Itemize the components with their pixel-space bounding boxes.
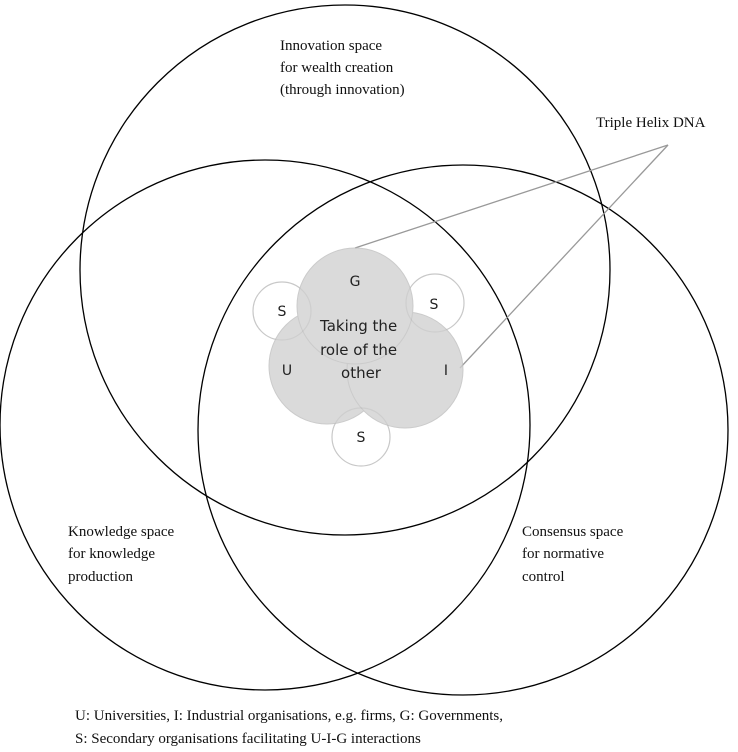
legend-line-1: U: Universities, I: Industrial organisat… (75, 708, 503, 724)
center-label: Taking the role of the other (319, 317, 402, 382)
consensus-space-circle (197, 164, 729, 696)
secondary-bottom-label: S (357, 430, 366, 446)
knowledge-space-label: Knowledge space for knowledge production (68, 524, 178, 585)
consensus-space-label: Consensus space for normative control (522, 524, 627, 585)
callout-line-to-g (354, 144, 669, 249)
innovation-space-label: Innovation space for wealth creation (th… (280, 38, 405, 98)
legend-line-2: S: Secondary organisations facilitating … (75, 731, 421, 747)
industry-label: I (444, 363, 448, 379)
university-label: U (282, 363, 292, 379)
callout-line-to-i (459, 144, 669, 369)
government-circle (296, 247, 414, 365)
triple-helix-dna-label: Triple Helix DNA (596, 115, 706, 131)
secondary-right-label: S (430, 297, 439, 313)
innovation-space-circle (79, 4, 611, 536)
secondary-left-label: S (278, 304, 287, 320)
knowledge-space-circle (0, 159, 531, 691)
government-label: G (350, 274, 361, 290)
